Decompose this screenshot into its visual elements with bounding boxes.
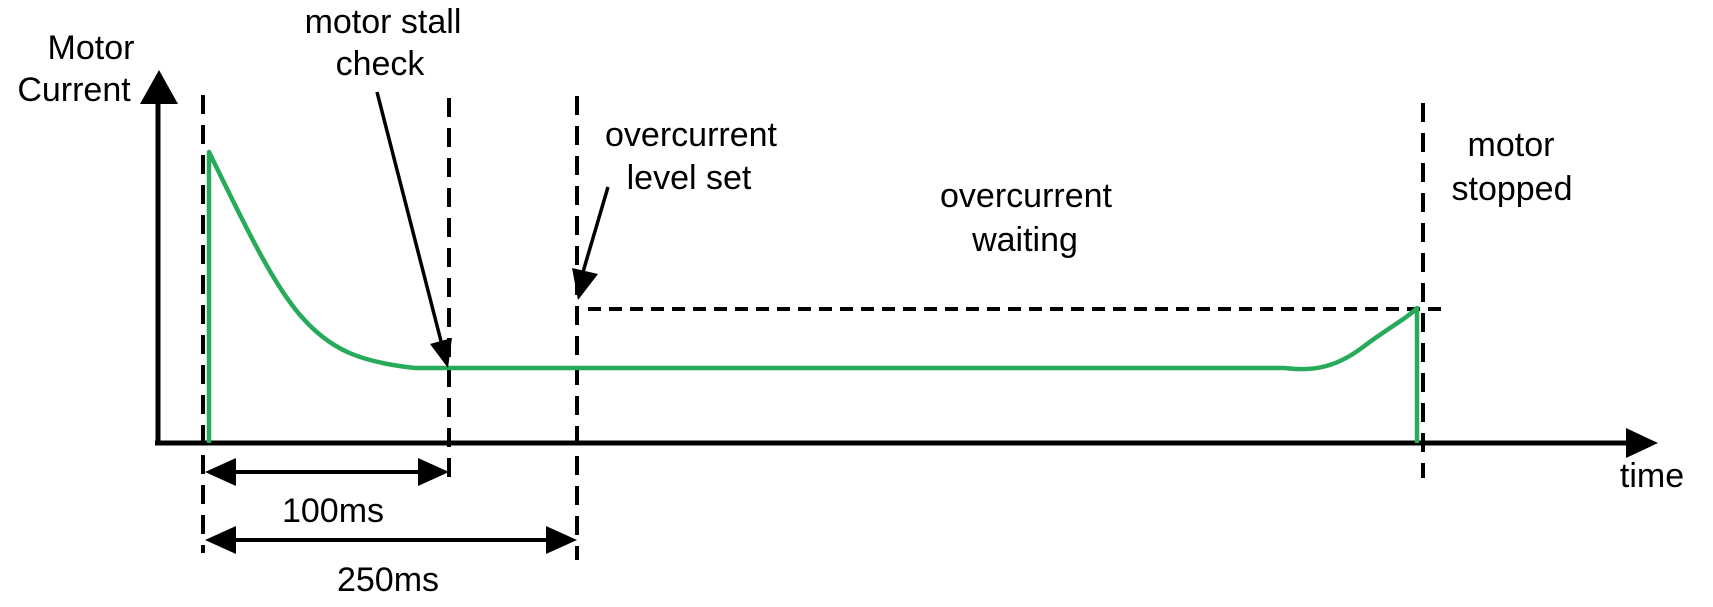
stall-check-arrow-line [375, 91, 444, 346]
event-marker-lines [201, 95, 1425, 560]
interval-250ms-label: 250ms [337, 561, 439, 599]
interval-250ms-left-arrowhead-icon [205, 526, 236, 554]
y-axis-label-line1: Motor [48, 29, 135, 67]
overcurrent-level-set-line1: overcurrent [605, 116, 778, 154]
overcurrent-level-set-label: overcurrent level set [605, 116, 778, 197]
motor-stopped-line1: motor [1468, 126, 1555, 164]
axes [140, 70, 1658, 458]
overcurrent-waiting-line2: waiting [971, 221, 1078, 259]
x-axis-arrowhead-icon [1626, 428, 1658, 458]
motor-stall-check-label: motor stall check [305, 3, 462, 83]
overcurrent-waiting-line1: overcurrent [940, 177, 1113, 215]
stall-check-callout-arrow [375, 91, 452, 368]
interval-100ms-label: 100ms [282, 492, 384, 530]
motor-stall-check-line2: check [336, 45, 426, 83]
x-axis-label: time [1620, 457, 1684, 495]
y-axis-label-line2: Current [17, 71, 131, 109]
interval-100ms-arrow [205, 458, 449, 486]
y-axis-label: Motor Current [17, 29, 134, 109]
interval-100ms-left-arrowhead-icon [205, 458, 236, 486]
y-axis-arrowhead-icon [140, 70, 178, 104]
motor-stall-check-line1: motor stall [305, 3, 462, 41]
stall-check-arrowhead-icon [430, 338, 452, 368]
overcurrent-set-callout-arrow [572, 186, 610, 300]
motor-current-curve [206, 149, 1420, 443]
overcurrent-set-arrow-line [581, 186, 610, 273]
interval-250ms-right-arrowhead-icon [546, 526, 577, 554]
overcurrent-level-set-line2: level set [627, 159, 752, 197]
overcurrent-waiting-label: overcurrent waiting [940, 177, 1113, 259]
interval-250ms-arrow [205, 526, 577, 554]
interval-100ms-right-arrowhead-icon [418, 458, 449, 486]
motor-stopped-line2: stopped [1452, 170, 1573, 208]
overcurrent-set-arrowhead-icon [572, 268, 598, 300]
motor-stopped-label: motor stopped [1452, 126, 1573, 208]
